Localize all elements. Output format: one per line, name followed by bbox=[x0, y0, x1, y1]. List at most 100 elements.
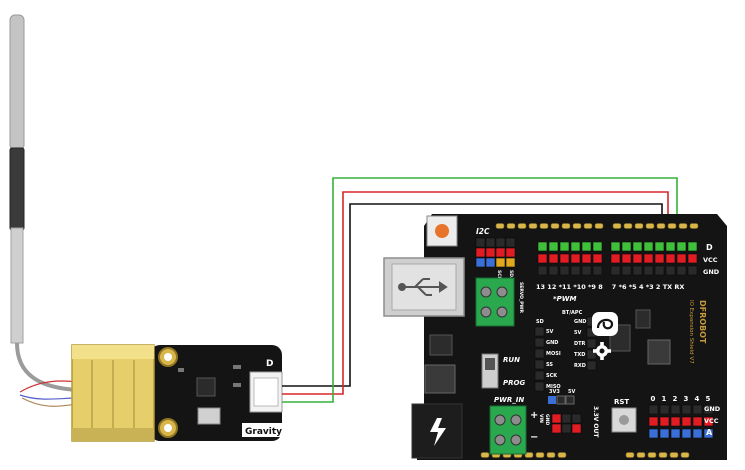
header-hole bbox=[583, 223, 593, 229]
header-hole bbox=[546, 452, 556, 458]
dfrobot-logo-icon bbox=[592, 312, 618, 336]
header-hole bbox=[645, 223, 655, 229]
analog-pin-vcc bbox=[648, 416, 659, 427]
vin-gnd-label: GND bbox=[544, 414, 550, 425]
analog-pin-gnd bbox=[692, 404, 703, 415]
vin-pin bbox=[551, 413, 562, 424]
i2c-pin bbox=[495, 237, 506, 248]
digital-pin-vcc bbox=[610, 253, 621, 264]
analog-pin-vcc bbox=[692, 416, 703, 427]
i2c-pin bbox=[505, 247, 516, 258]
i2c-pin bbox=[495, 247, 506, 258]
bt-pin bbox=[586, 360, 597, 371]
digital-pin-vcc bbox=[676, 253, 687, 264]
prog-label: PROG bbox=[503, 379, 525, 387]
sd-pin bbox=[534, 337, 545, 348]
bottom-header-holes bbox=[480, 452, 690, 458]
board-name: IO Expansion Shield V7 bbox=[688, 300, 694, 364]
sd-pin-label: MISO bbox=[546, 384, 561, 390]
digital-pin-vcc bbox=[621, 253, 632, 264]
analog-pin-signal bbox=[681, 428, 692, 439]
digital-pin-gnd bbox=[654, 265, 665, 276]
digital-pin-vcc bbox=[632, 253, 643, 264]
vin-pin bbox=[571, 413, 582, 424]
i2c-pin bbox=[475, 257, 486, 268]
i2c-pin bbox=[485, 237, 496, 248]
digital-pin-vcc bbox=[687, 253, 698, 264]
analog-pin-signal bbox=[692, 428, 703, 439]
digital-pin-gnd bbox=[687, 265, 698, 276]
digital-pin-gnd bbox=[548, 265, 559, 276]
volt-label-5v: 5V bbox=[568, 389, 575, 395]
probe-sleeve bbox=[9, 147, 25, 231]
sd-pin-label: GND bbox=[546, 340, 558, 346]
digital-pin-vcc bbox=[592, 253, 603, 264]
header-label-gnd-bottom: GND bbox=[704, 405, 721, 413]
digital-pin-signal bbox=[654, 241, 665, 252]
out-label: 3.3V OUT bbox=[592, 406, 599, 438]
analog-pin-signal bbox=[659, 428, 670, 439]
header-hole bbox=[612, 223, 622, 229]
analog-pin-vcc bbox=[681, 416, 692, 427]
digital-pin-vcc bbox=[559, 253, 570, 264]
digital-pin-vcc bbox=[548, 253, 559, 264]
probe-tip bbox=[9, 14, 25, 151]
header-hole bbox=[689, 223, 699, 229]
analog-pin-number: 4 bbox=[695, 395, 700, 403]
header-hole bbox=[669, 452, 679, 458]
i2c-pin bbox=[505, 257, 516, 268]
sd-pin-label: SCK bbox=[546, 373, 558, 379]
digital-pin-signal bbox=[621, 241, 632, 252]
volt-label-3v3: 3V3 bbox=[549, 389, 560, 395]
digital-pin-gnd bbox=[559, 265, 570, 276]
analog-pin-number: 0 bbox=[651, 395, 656, 403]
digital-pin-gnd bbox=[581, 265, 592, 276]
header-hole bbox=[667, 223, 677, 229]
bt-pin-label: GND bbox=[574, 319, 586, 325]
bt-pin-label: RXD bbox=[574, 363, 586, 369]
wire-green bbox=[282, 177, 678, 403]
analog-pin-vcc bbox=[703, 416, 714, 427]
servo-pwr-label: SERVO_PWR bbox=[518, 282, 524, 314]
analog-pin-signal bbox=[670, 428, 681, 439]
vin-pin bbox=[551, 423, 562, 434]
header-hole bbox=[524, 452, 534, 458]
i2c-pin-scl: SCL bbox=[496, 270, 502, 280]
sd-pin bbox=[534, 370, 545, 381]
i2c-pin bbox=[485, 257, 496, 268]
probe-cable bbox=[10, 227, 24, 344]
header-hole bbox=[678, 223, 688, 229]
top-header-holes bbox=[495, 223, 699, 229]
header-label-vcc-bottom: VCC bbox=[704, 417, 719, 425]
sd-pin-label: MOSI bbox=[546, 351, 561, 357]
analog-pin-vcc bbox=[659, 416, 670, 427]
digital-pin-gnd bbox=[570, 265, 581, 276]
ic-chip bbox=[196, 377, 216, 397]
digital-pin-signal bbox=[610, 241, 621, 252]
i2c-pin bbox=[505, 237, 516, 248]
servo-terminal bbox=[475, 277, 515, 327]
header-hole bbox=[647, 452, 657, 458]
shield-board bbox=[417, 214, 727, 460]
header-hole bbox=[634, 223, 644, 229]
capacitor bbox=[429, 334, 453, 356]
bt-pin-label: DTR bbox=[574, 341, 586, 347]
i2c-pin bbox=[475, 237, 486, 248]
vin-pin bbox=[571, 423, 582, 434]
expansion-shield: I2C SCL SDA D VCC GND 13 12 *11 *10 *9 8… bbox=[383, 214, 727, 460]
sd-pin bbox=[534, 326, 545, 337]
digital-pin-signal bbox=[676, 241, 687, 252]
pwr-in-terminal bbox=[489, 405, 527, 455]
digital-pin-signal bbox=[665, 241, 676, 252]
header-hole bbox=[528, 223, 538, 229]
analog-pin-gnd bbox=[703, 404, 714, 415]
analog-pin-number: 5 bbox=[706, 395, 711, 403]
i2c-pin-sda: SDA bbox=[508, 270, 514, 281]
i2c-label: I2C bbox=[476, 227, 490, 236]
i2c-pin bbox=[475, 247, 486, 258]
vin-pin bbox=[561, 413, 572, 424]
header-hole bbox=[506, 223, 516, 229]
analog-pin-gnd bbox=[681, 404, 692, 415]
analog-pin-gnd bbox=[659, 404, 670, 415]
header-hole bbox=[517, 223, 527, 229]
